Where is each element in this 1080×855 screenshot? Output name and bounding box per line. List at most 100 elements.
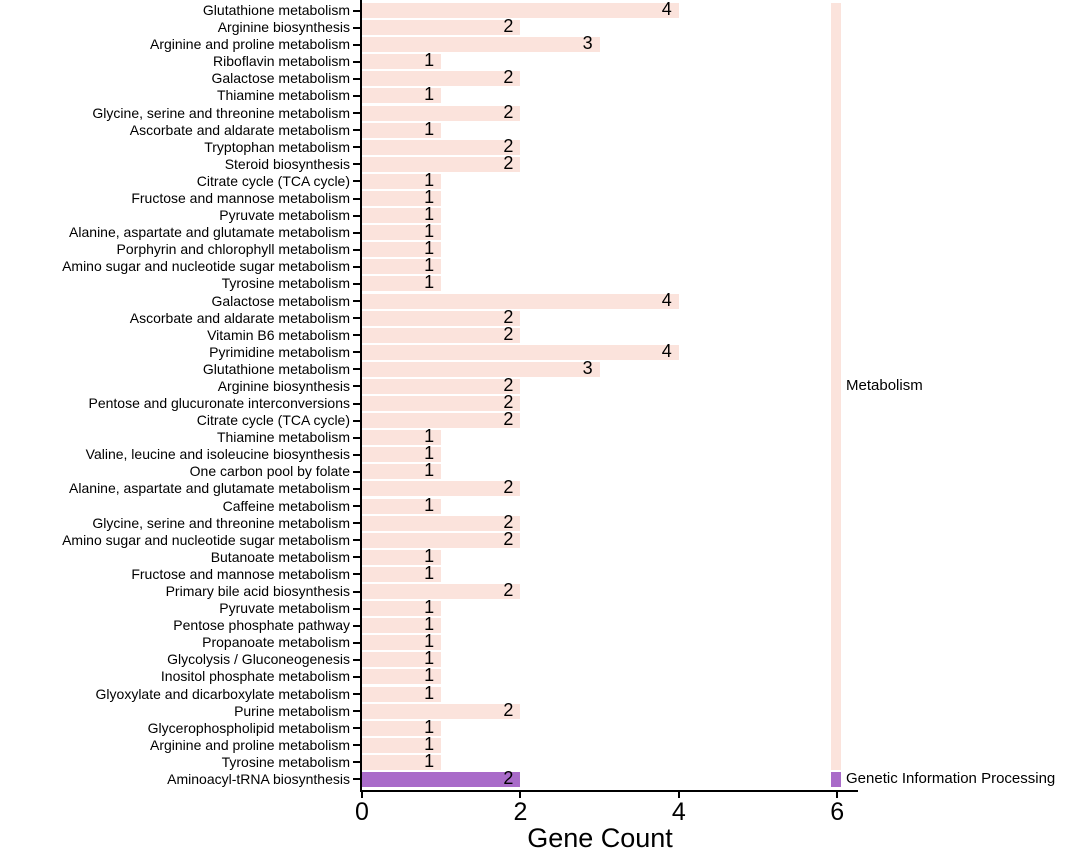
y-axis-tick — [353, 778, 360, 781]
y-axis-tick — [353, 761, 360, 764]
bar-value-label: 1 — [424, 50, 435, 71]
y-axis-label: Thiamine metabolism — [216, 429, 350, 446]
bar — [362, 361, 600, 377]
y-axis-label: Pentose phosphate pathway — [173, 617, 350, 634]
bar-value-label: 1 — [424, 187, 435, 207]
bar-value-label: 4 — [661, 289, 672, 310]
bar-value-label: 2 — [503, 323, 514, 344]
bar — [362, 259, 442, 275]
bar-value-label: 1 — [424, 255, 435, 276]
y-axis-tick — [353, 317, 360, 320]
bar — [362, 703, 521, 719]
bar — [362, 37, 600, 53]
y-axis-label: Galactose metabolism — [211, 292, 350, 309]
y-axis-line — [360, 0, 362, 792]
y-axis-tick — [353, 436, 360, 439]
bar — [362, 173, 442, 189]
y-axis-tick — [353, 624, 360, 627]
y-axis-tick — [353, 26, 360, 29]
y-axis-label: Valine, leucine and isoleucine biosynthe… — [85, 446, 350, 463]
bar — [362, 122, 442, 138]
bar-value-label: 2 — [503, 152, 514, 173]
bar-value-label: 1 — [424, 169, 435, 190]
y-axis-label: Propanoate metabolism — [202, 634, 350, 651]
bar — [362, 771, 521, 787]
y-axis-label: Alanine, aspartate and glutamate metabol… — [69, 224, 350, 241]
bar-value-label: 1 — [424, 614, 435, 635]
y-axis-label: Arginine and proline metabolism — [150, 36, 350, 53]
bar-value-label: 2 — [503, 511, 514, 532]
bar-value-label: 1 — [424, 682, 435, 703]
y-axis-tick — [353, 60, 360, 63]
bar — [362, 498, 442, 514]
y-axis-label: Fructose and mannose metabolism — [131, 565, 350, 582]
y-axis-label: Tyrosine metabolism — [221, 275, 350, 292]
bar-value-label: 1 — [424, 238, 435, 259]
y-axis-tick — [353, 453, 360, 456]
bar-value-label: 2 — [503, 306, 514, 327]
y-axis-tick — [353, 94, 360, 97]
bar-value-label: 2 — [503, 409, 514, 430]
y-axis-label: Pyruvate metabolism — [219, 600, 350, 616]
bar-value-label: 1 — [424, 494, 435, 515]
y-axis-label: Galactose metabolism — [211, 70, 350, 87]
bar — [362, 635, 442, 651]
bar — [362, 88, 442, 104]
y-axis-tick — [353, 727, 360, 730]
y-axis-label: Porphyrin and chlorophyll metabolism — [116, 241, 350, 258]
bar — [362, 447, 442, 463]
y-axis-label: Tyrosine metabolism — [221, 753, 350, 770]
y-axis-label: Glycerophospholipid metabolism — [147, 719, 350, 736]
bar — [362, 54, 442, 70]
y-axis-tick — [353, 231, 360, 234]
bar — [362, 481, 521, 497]
y-axis-label: Amino sugar and nucleotide sugar metabol… — [62, 258, 350, 275]
bar-value-label: 1 — [424, 426, 435, 447]
y-axis-tick — [353, 641, 360, 644]
y-axis-label: Butanoate metabolism — [210, 548, 350, 565]
y-axis-tick — [353, 402, 360, 405]
y-axis-label: Arginine and proline metabolism — [150, 736, 350, 753]
category-label: Genetic Information Processing — [846, 770, 1056, 788]
y-axis-tick — [353, 675, 360, 678]
y-axis-label: Steroid biosynthesis — [224, 155, 350, 172]
bar — [362, 310, 521, 326]
bar-value-label: 1 — [424, 545, 435, 566]
bar — [362, 566, 442, 582]
bar-value-label: 3 — [582, 357, 593, 378]
bar-value-label: 1 — [424, 221, 435, 242]
y-axis-tick — [353, 487, 360, 490]
bar — [362, 378, 521, 394]
bar-value-label: 2 — [503, 392, 514, 412]
y-axis-label: Purine metabolism — [234, 702, 350, 719]
y-axis-tick — [353, 573, 360, 576]
bar-value-label: 2 — [503, 528, 514, 549]
bar — [362, 139, 521, 155]
bar — [362, 71, 521, 87]
bar-value-label: 3 — [582, 33, 593, 54]
x-axis-title: Gene Count — [527, 823, 673, 853]
y-axis-label: Citrate cycle (TCA cycle) — [196, 412, 350, 429]
y-axis-label: Pyruvate metabolism — [219, 207, 350, 223]
bar-value-label: 1 — [424, 118, 435, 139]
x-axis-line — [360, 790, 858, 792]
bar-value-label: 1 — [424, 716, 435, 737]
bar-value-label: 2 — [503, 477, 514, 498]
bar — [362, 20, 521, 36]
bar — [362, 225, 442, 241]
bar — [362, 208, 442, 223]
bar — [362, 720, 442, 736]
y-axis-label: One carbon pool by folate — [189, 463, 350, 480]
bar-value-label: 1 — [424, 460, 435, 481]
bar-value-label: 2 — [503, 16, 514, 37]
y-axis-tick — [353, 77, 360, 80]
bar-value-label: 1 — [424, 750, 435, 771]
bar-value-label: 4 — [661, 340, 672, 361]
y-axis-label: Pyrimidine metabolism — [209, 343, 350, 360]
y-axis-tick — [353, 470, 360, 473]
bar-value-label: 1 — [424, 665, 435, 686]
bar-value-label: 1 — [424, 204, 435, 224]
y-axis-label: Fructose and mannose metabolism — [131, 190, 350, 206]
y-axis-tick — [353, 265, 360, 268]
bar — [362, 618, 442, 634]
